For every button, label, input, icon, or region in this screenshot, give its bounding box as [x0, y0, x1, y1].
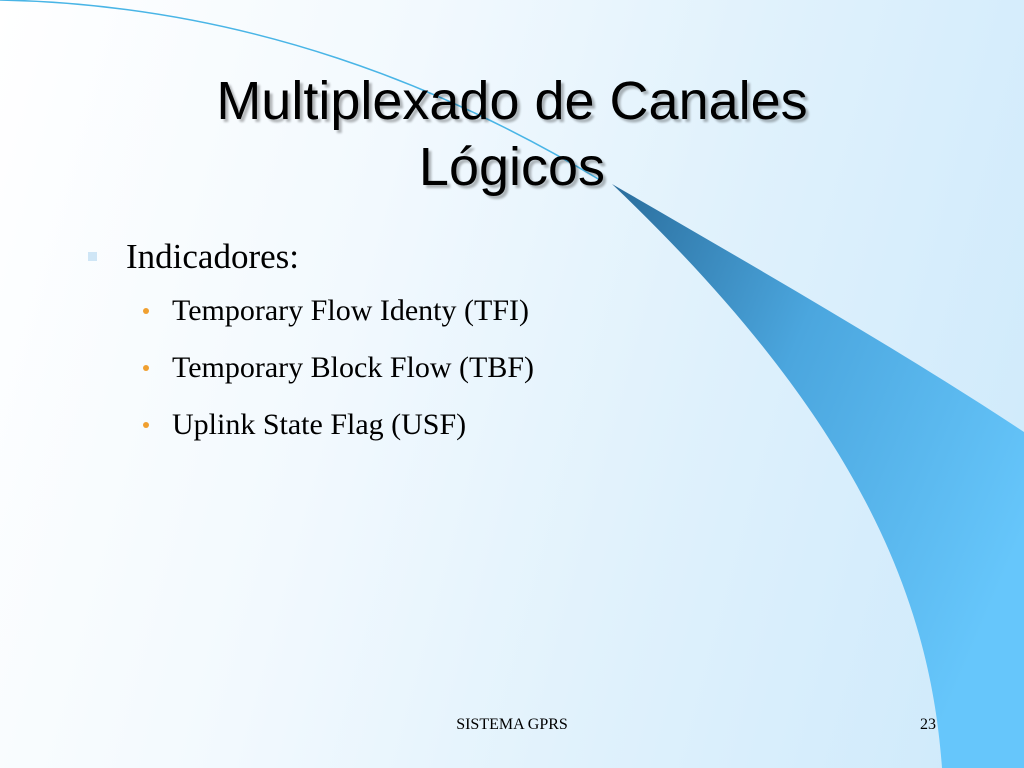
bullet-text: Indicadores:	[126, 237, 299, 276]
slide-title-line-1: Multiplexado de Canales	[216, 71, 808, 131]
sub-bullet-item: Temporary Flow Identy (TFI)	[88, 282, 688, 339]
sub-bullet-text: Uplink State Flag (USF)	[172, 408, 467, 441]
sub-bullet-text: Temporary Block Flow (TBF)	[172, 351, 535, 384]
square-bullet-icon	[88, 252, 97, 261]
bullet-list: Indicadores: Temporary Flow Identy (TFI)…	[88, 232, 688, 453]
bullet-item: Indicadores:	[88, 232, 688, 282]
thin-arc	[0, 0, 601, 181]
footer-text: SISTEMA GPRS	[456, 716, 568, 733]
sub-bullet-item: Uplink State Flag (USF)	[88, 396, 688, 453]
dot-bullet-icon	[143, 365, 149, 371]
page-number: 23	[920, 716, 936, 733]
slide-title-line-2: Lógicos	[418, 137, 606, 197]
blue-swoosh	[612, 184, 1024, 768]
sub-bullet-item: Temporary Block Flow (TBF)	[88, 339, 688, 396]
sub-bullet-text: Temporary Flow Identy (TFI)	[172, 294, 529, 327]
dot-bullet-icon	[143, 308, 149, 314]
dot-bullet-icon	[143, 422, 149, 428]
slide-title: Multiplexado de Canales Lógicos	[100, 68, 924, 200]
